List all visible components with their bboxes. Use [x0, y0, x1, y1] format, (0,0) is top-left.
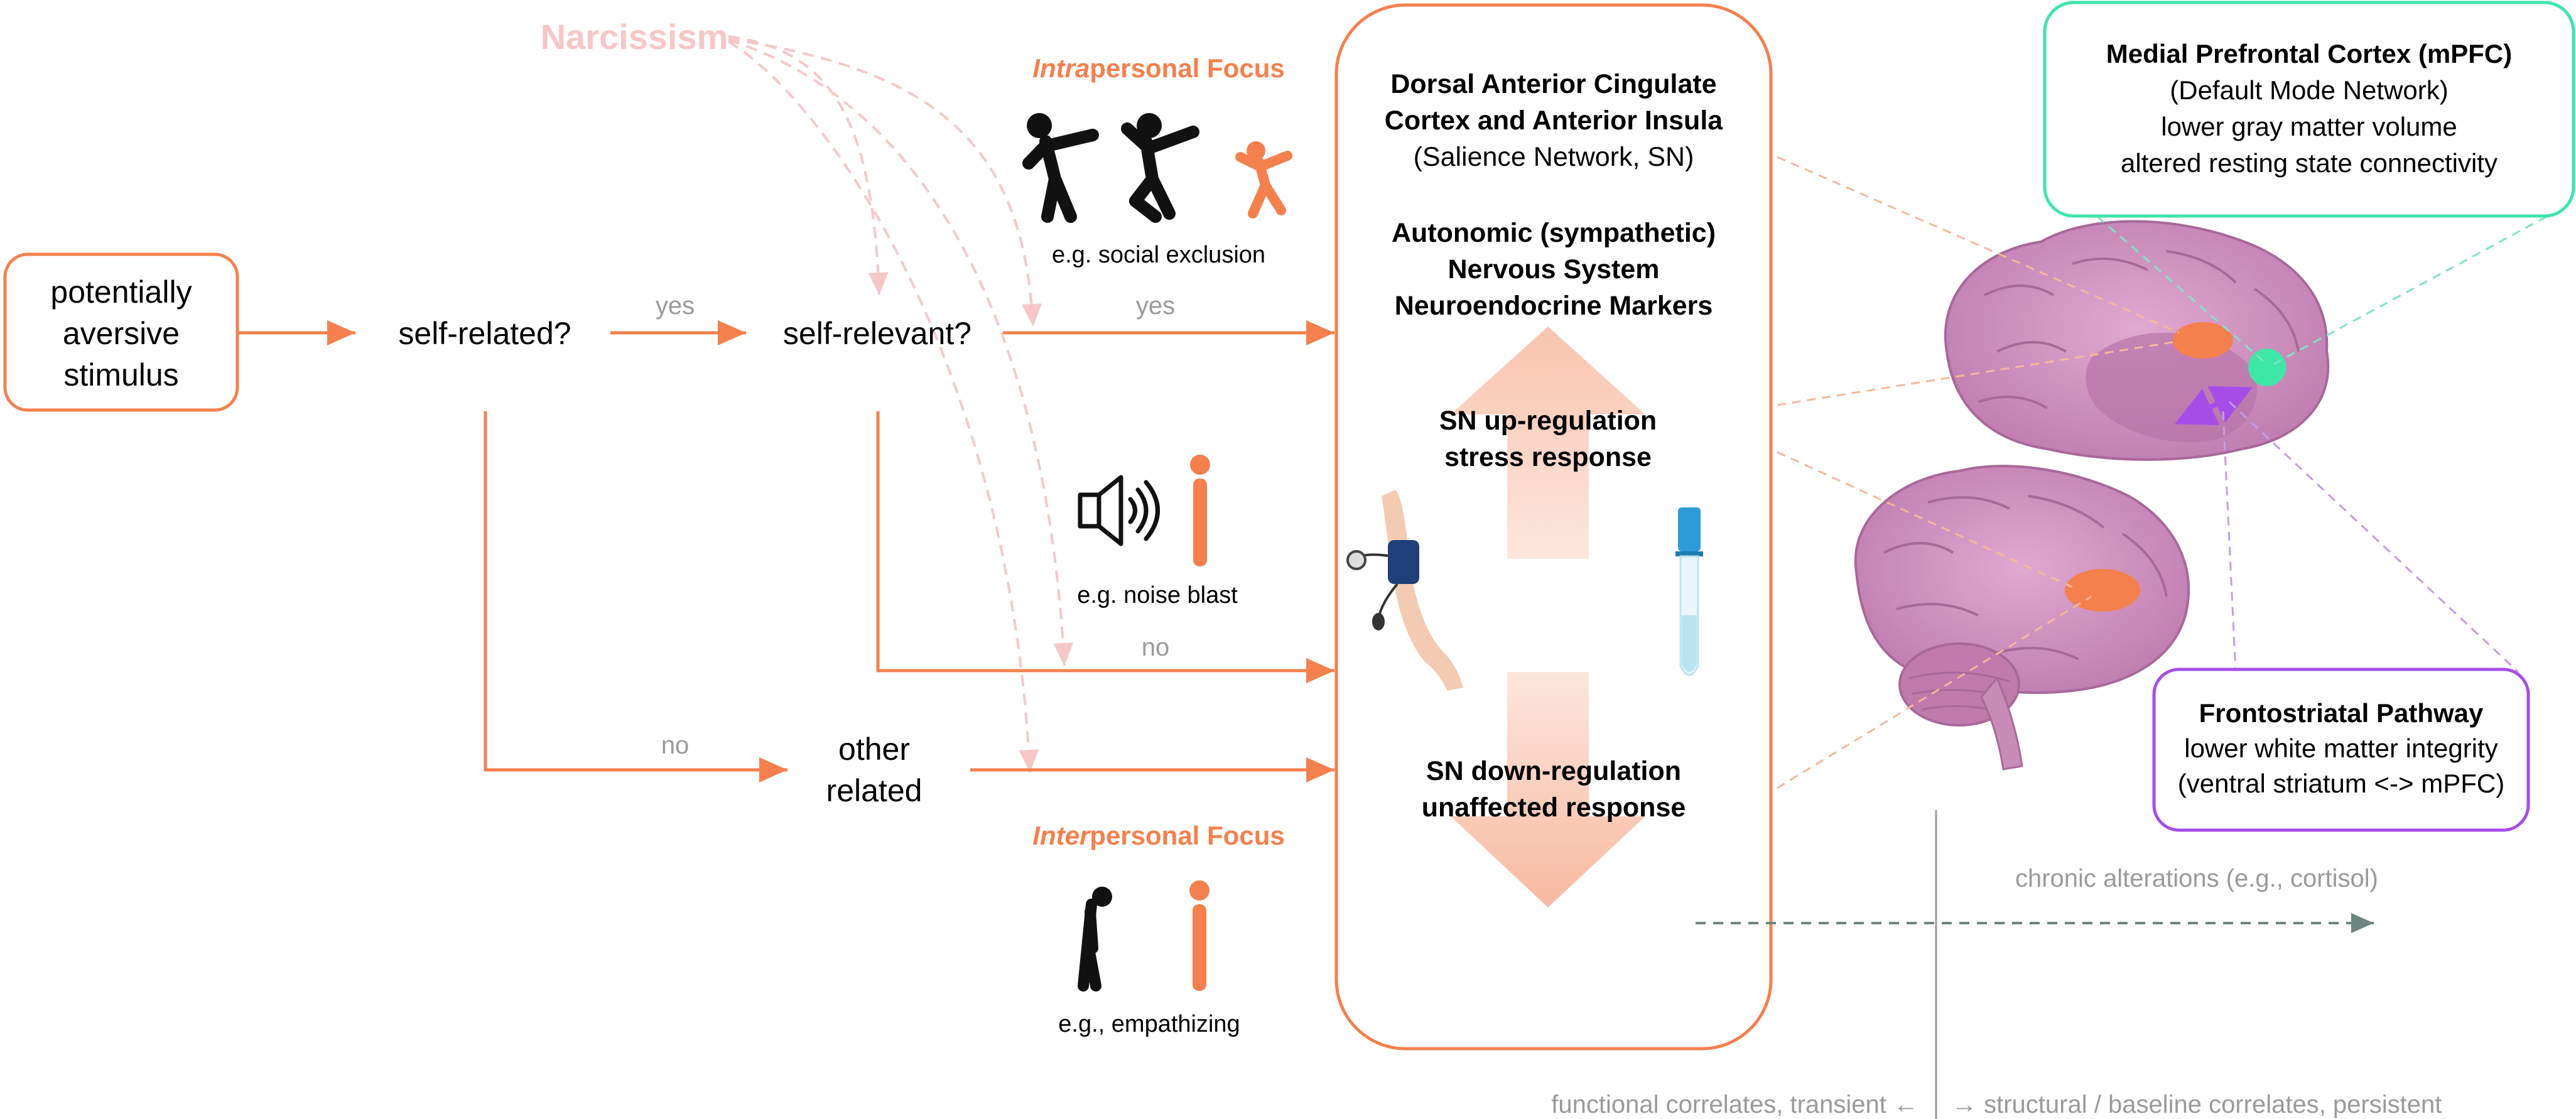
ans-line-1: Autonomic (sympathetic) [1392, 218, 1716, 248]
down-regulation-arrow [1451, 672, 1645, 907]
chronic-alterations-label: chronic alterations (e.g., cortisol) [2015, 865, 2378, 892]
salience-network-label: (Salience Network, SN) [1414, 142, 1694, 172]
test-tube-icon [1675, 507, 1703, 676]
noise-blast-example: e.g. noise blast [1077, 582, 1238, 608]
person-standing-icon [1190, 455, 1210, 566]
frontostriatal-double-arrow [2174, 386, 2253, 425]
narcissism-label: Narcissism [541, 17, 728, 57]
person-pushed-icon [1121, 113, 1199, 223]
frontostriatal-box [2152, 668, 2530, 832]
arrow-no-to-other-related [484, 411, 787, 782]
up-regulation-line-1: SN up-regulation [1439, 406, 1657, 436]
dacc-activation-spot [2173, 322, 2233, 359]
interpersonal-title-rest: personal Focus [1090, 821, 1284, 850]
edge-label-no-1: no [1142, 634, 1170, 661]
brain-illustration [1854, 220, 2330, 770]
mpfc-line-2: lower gray matter volume [2161, 112, 2457, 141]
person-pushing-icon [1022, 113, 1099, 223]
dacc-line-2: Cortex and Anterior Insula [1385, 105, 1723, 136]
stimulus-box [3, 252, 239, 412]
mpfc-box [2043, 1, 2575, 218]
interpersonal-focus-title: Interpersonal Focus [1032, 821, 1284, 850]
person-empathizing-icon [1189, 880, 1210, 991]
social-exclusion-figures [1022, 113, 1292, 223]
functional-correlates-label: functional correlates, transient ← [1551, 1091, 1918, 1118]
person-falling-icon [1235, 141, 1292, 219]
insula-activation-spot [2065, 569, 2140, 612]
frontostriatal-line-1: lower white matter integrity [2184, 733, 2498, 763]
up-regulation-line-2: stress response [1444, 442, 1652, 472]
other-related-line-1: other [838, 732, 910, 767]
stimulus-line-2: aversive [63, 316, 180, 351]
structural-correlates-label: → structural / baseline correlates, pers… [1952, 1091, 2442, 1118]
person-sad-icon [1078, 887, 1112, 992]
mpfc-title: Medial Prefrontal Cortex (mPFC) [2106, 39, 2512, 68]
ans-line-3: Neuroendocrine Markers [1395, 291, 1713, 321]
mpfc-line-1: (Default Mode Network) [2170, 75, 2448, 105]
ans-line-2: Nervous System [1448, 254, 1660, 284]
social-exclusion-example: e.g. social exclusion [1052, 242, 1265, 268]
self-related-question: self-related? [398, 316, 571, 351]
intrapersonal-title-italic: Intra [1032, 53, 1090, 83]
stimulus-line-3: stimulus [63, 357, 178, 392]
self-relevant-question: self-relevant? [783, 316, 971, 351]
connector-lines [1777, 156, 2547, 789]
frontostriatal-title: Frontostriatal Pathway [2199, 698, 2484, 728]
empathizing-example: e.g., empathizing [1058, 1011, 1240, 1037]
mpfc-line-3: altered resting state connectivity [2121, 148, 2498, 178]
blood-pressure-cuff-icon [1346, 490, 1463, 691]
down-regulation-line-2: unaffected response [1422, 792, 1686, 823]
frontostriatal-line-2: (ventral striatum <-> mPFC) [2178, 769, 2504, 798]
up-regulation-arrow [1451, 327, 1645, 559]
edge-label-no-2: no [661, 732, 690, 759]
edge-label-yes-1: yes [656, 292, 695, 320]
intrapersonal-title-rest: personal Focus [1090, 53, 1284, 83]
intrapersonal-focus-title: Intrapersonal Focus [1032, 53, 1284, 83]
arrow-no-to-central [876, 411, 1334, 683]
flow-arrows [239, 320, 1334, 782]
mpfc-activation-spot [2248, 349, 2286, 386]
down-regulation-line-1: SN down-regulation [1426, 756, 1681, 786]
speaker-icon [1078, 475, 1160, 546]
narcissism-influence-arrows [727, 35, 1073, 773]
interpersonal-title-italic: Inter [1032, 821, 1091, 850]
other-related-line-2: related [826, 773, 923, 808]
stimulus-line-1: potentially [50, 274, 192, 310]
dacc-line-1: Dorsal Anterior Cingulate [1390, 69, 1716, 99]
edge-label-yes-2: yes [1136, 292, 1175, 320]
